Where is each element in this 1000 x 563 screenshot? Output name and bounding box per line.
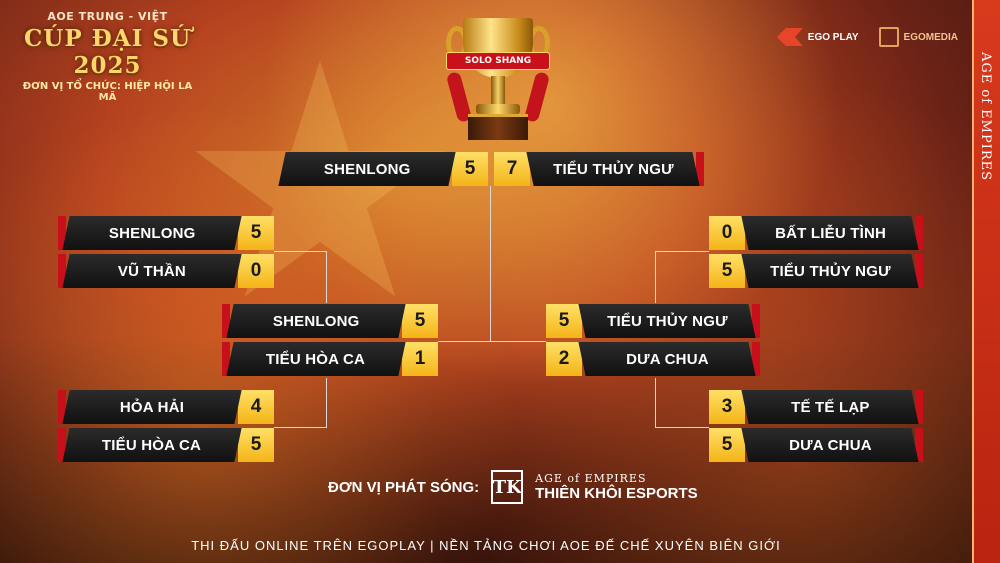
player-name: DƯA CHUA bbox=[788, 436, 872, 454]
side-banner: AGE of EMPIRES bbox=[972, 0, 1000, 563]
egomedia-icon bbox=[878, 27, 899, 47]
connector-right-bottom bbox=[655, 378, 709, 428]
right-r1-a-top: 0 BẤT LIỄU TÌNH bbox=[709, 216, 923, 250]
event-organizer: ĐƠN VỊ TỔ CHỨC: HIỆP HỘI LA MÃ bbox=[22, 81, 193, 103]
player-score: 3 bbox=[709, 390, 745, 424]
player-score: 5 bbox=[402, 304, 438, 338]
egoplay-label: EGO PLAY bbox=[807, 31, 859, 43]
event-title: CÚP ĐẠI SỨ 2025 bbox=[23, 25, 192, 79]
final-left-slot: SHENLONG 5 bbox=[278, 152, 488, 186]
trophy-icon: SOLO SHANG bbox=[438, 14, 558, 144]
player-score: 5 bbox=[709, 428, 745, 462]
footer-tagline: THI ĐẤU ONLINE TRÊN EGOPLAY | NỀN TẢNG C… bbox=[191, 538, 781, 553]
final-right-name: TIỂU THỦY NGƯ bbox=[552, 160, 674, 178]
connector-semis bbox=[438, 341, 546, 342]
player-name: BẤT LIỄU TÌNH bbox=[774, 224, 886, 242]
right-r1-a-bottom: 5 TIỂU THỦY NGƯ bbox=[709, 254, 923, 288]
player-name: TIỂU HÒA CA bbox=[266, 350, 366, 368]
thien-khoi-logo-icon: TK bbox=[491, 470, 524, 504]
final-left-name: SHENLONG bbox=[323, 160, 411, 178]
connector-left-bottom bbox=[274, 378, 327, 428]
player-name: DƯA CHUA bbox=[625, 350, 709, 368]
sponsor-logos: EGO PLAY EGOMEDIA bbox=[776, 27, 958, 47]
left-r1-b-top: HỎA HẢI 4 bbox=[58, 390, 274, 424]
player-name: TIỂU THỦY NGƯ bbox=[769, 262, 891, 280]
egoplay-logo: EGO PLAY bbox=[776, 28, 859, 46]
broadcast-label: ĐƠN VỊ PHÁT SÓNG: bbox=[328, 478, 480, 496]
player-name: TIỂU THỦY NGƯ bbox=[606, 312, 728, 330]
broadcast-name: THIÊN KHÔI ESPORTS bbox=[535, 485, 698, 502]
right-semi-top: 5 TIỂU THỦY NGƯ bbox=[546, 304, 760, 338]
player-score: 5 bbox=[709, 254, 745, 288]
right-r1-b-top: 3 TẾ TẾ LẠP bbox=[709, 390, 923, 424]
broadcast-aoe-text: AGE of EMPIRES bbox=[535, 472, 647, 485]
egomedia-logo: EGOMEDIA bbox=[878, 27, 958, 47]
egoplay-icon bbox=[776, 28, 803, 46]
player-score: 4 bbox=[238, 390, 274, 424]
left-semi-top: SHENLONG 5 bbox=[222, 304, 438, 338]
final-right-slot: 7 TIỂU THỦY NGƯ bbox=[494, 152, 704, 186]
player-name: TIỂU HÒA CA bbox=[102, 436, 202, 454]
right-semi-bottom: 2 DƯA CHUA bbox=[546, 342, 760, 376]
connector-left-top bbox=[274, 251, 327, 303]
player-score: 5 bbox=[238, 216, 274, 250]
right-r1-b-bottom: 5 DƯA CHUA bbox=[709, 428, 923, 462]
player-score: 1 bbox=[402, 342, 438, 376]
player-name: SHENLONG bbox=[108, 224, 196, 242]
trophy-label: SOLO SHANG bbox=[446, 52, 550, 70]
player-name: TẾ TẾ LẠP bbox=[790, 398, 870, 416]
player-score: 5 bbox=[546, 304, 582, 338]
player-name: HỎA HẢI bbox=[119, 398, 185, 416]
sidebar-title: AGE of EMPIRES bbox=[978, 52, 993, 182]
connector-right-top bbox=[655, 251, 709, 303]
player-score: 0 bbox=[709, 216, 745, 250]
egomedia-label: EGOMEDIA bbox=[903, 31, 958, 43]
player-score: 2 bbox=[546, 342, 582, 376]
player-score: 5 bbox=[238, 428, 274, 462]
final-left-score: 5 bbox=[452, 152, 488, 186]
left-semi-bottom: TIỂU HÒA CA 1 bbox=[222, 342, 438, 376]
event-header: AOE TRUNG - VIỆT CÚP ĐẠI SỨ 2025 ĐƠN VỊ … bbox=[20, 10, 195, 103]
event-subtitle: AOE TRUNG - VIỆT bbox=[47, 10, 168, 23]
connector-final-stem bbox=[490, 186, 491, 341]
left-r1-a-bottom: VŨ THẦN 0 bbox=[58, 254, 274, 288]
final-right-score: 7 bbox=[494, 152, 530, 186]
left-r1-b-bottom: TIỂU HÒA CA 5 bbox=[58, 428, 274, 462]
player-score: 0 bbox=[238, 254, 274, 288]
player-name: VŨ THẦN bbox=[117, 262, 187, 280]
player-name: SHENLONG bbox=[272, 312, 360, 330]
left-r1-a-top: SHENLONG 5 bbox=[58, 216, 274, 250]
broadcast-partner: ĐƠN VỊ PHÁT SÓNG: TK AGE of EMPIRES THIÊ… bbox=[328, 470, 698, 504]
